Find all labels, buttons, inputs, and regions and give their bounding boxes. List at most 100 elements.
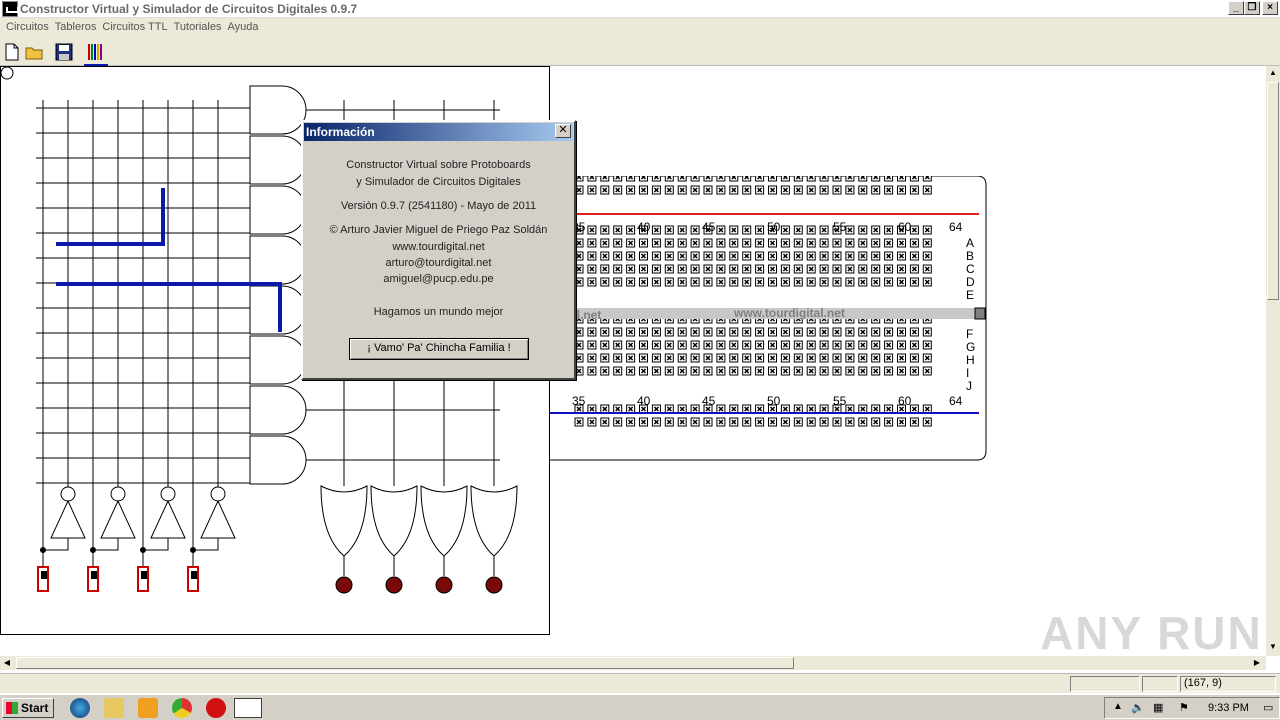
wire xyxy=(56,282,282,332)
scroll-down-icon[interactable]: ▼ xyxy=(1266,640,1280,654)
row-letter: F xyxy=(966,327,974,341)
column-number: 45 xyxy=(702,220,716,234)
breadboard-hole xyxy=(742,176,752,182)
and-gate xyxy=(249,435,307,485)
dialog-email2: amiguel@pucp.edu.pe xyxy=(383,273,494,285)
breadboard-hole xyxy=(793,176,803,182)
column-number: 50 xyxy=(767,220,781,234)
close-button[interactable]: × xyxy=(1262,1,1278,15)
or-gate xyxy=(420,485,468,557)
menu-tutoriales[interactable]: Tutoriales xyxy=(173,21,222,33)
dialog-line1: Constructor Virtual sobre Protoboards xyxy=(346,159,531,171)
column-number: 50 xyxy=(767,394,781,408)
output-led xyxy=(485,576,503,594)
breadboard-hole xyxy=(600,176,610,182)
row-letter: B xyxy=(966,249,975,263)
dialog-close-icon[interactable]: ✕ xyxy=(555,124,571,138)
horizontal-scroll-thumb[interactable] xyxy=(16,657,794,669)
column-number: 35 xyxy=(572,394,586,408)
breadboard[interactable] xyxy=(549,176,989,462)
inverter-bubble xyxy=(210,486,226,502)
breadboard-hole xyxy=(832,176,842,182)
start-button[interactable]: Start xyxy=(2,698,54,718)
flag-icon[interactable]: ⚑ xyxy=(1179,702,1189,714)
breadboard-hole xyxy=(613,176,623,182)
dialog-line2: y Simulador de Circuitos Digitales xyxy=(356,176,521,188)
dialog-authors: © Arturo Javier Miguel de Priego Paz Sol… xyxy=(329,224,548,236)
row-letter: A xyxy=(966,236,975,250)
volume-icon[interactable]: 🔈 xyxy=(1131,702,1145,714)
wire xyxy=(56,188,165,246)
open-folder-icon[interactable] xyxy=(24,42,44,62)
dialog-web: www.tourdigital.net xyxy=(392,241,485,253)
menu-ayuda[interactable]: Ayuda xyxy=(227,21,259,33)
inverter-bubble xyxy=(110,486,126,502)
dialog-motto: Hagamos un mundo mejor xyxy=(373,306,504,318)
status-cell xyxy=(1142,676,1178,692)
column-number: 64 xyxy=(949,394,963,408)
breadboard-hole xyxy=(858,176,868,182)
dialog-email1: arturo@tourdigital.net xyxy=(385,257,492,269)
breadboard-hole xyxy=(664,176,674,182)
status-cell xyxy=(1180,676,1276,692)
dialog-ok-button[interactable]: ¡ Vamo' Pa' Chincha Familia ! xyxy=(349,338,529,360)
media-player-icon[interactable] xyxy=(138,698,158,718)
input-toggle-switch[interactable] xyxy=(137,566,149,592)
app-taskbar-icon[interactable] xyxy=(234,698,262,718)
anyrun-watermark: ANY RUN xyxy=(1040,607,1263,659)
opera-icon[interactable] xyxy=(206,698,226,718)
input-toggle-switch[interactable] xyxy=(187,566,199,592)
menu-circuitos[interactable]: Circuitos xyxy=(6,21,49,33)
column-number: 55 xyxy=(833,220,847,234)
network-icon[interactable]: ▦ xyxy=(1153,702,1164,714)
breadboard-hole xyxy=(651,176,661,182)
save-icon[interactable] xyxy=(54,42,74,62)
vertical-scrollbar[interactable]: ▲ ▼ xyxy=(1266,66,1280,656)
column-number: 45 xyxy=(702,394,716,408)
scroll-left-icon[interactable]: ◀ xyxy=(0,656,14,670)
breadboard-hole xyxy=(922,176,932,182)
menu-circuitos-ttl[interactable]: Circuitos TTL xyxy=(102,21,168,33)
row-letter: C xyxy=(966,262,975,276)
column-number: 40 xyxy=(637,394,651,408)
info-dialog: Información ✕ Constructor Virtual sobre … xyxy=(301,120,576,380)
output-led xyxy=(385,576,403,594)
color-wires-icon[interactable] xyxy=(86,42,106,62)
column-number: 40 xyxy=(637,220,651,234)
menu-tableros[interactable]: Tableros xyxy=(54,21,97,33)
inverter-bubble xyxy=(160,486,176,502)
breadboard-hole xyxy=(690,176,700,182)
status-cell xyxy=(1070,676,1140,692)
chrome-icon[interactable] xyxy=(172,698,192,718)
clock: 9:33 PM xyxy=(1208,702,1249,714)
scroll-right-icon[interactable]: ▶ xyxy=(1250,656,1264,670)
tray-expand-icon[interactable]: ▲ xyxy=(1113,701,1123,712)
row-letter: J xyxy=(966,379,972,393)
scroll-up-icon[interactable]: ▲ xyxy=(1266,66,1280,80)
column-number: 55 xyxy=(833,394,847,408)
breadboard-hole xyxy=(587,176,597,182)
input-toggle-switch[interactable] xyxy=(37,566,49,592)
cursor-coordinates: (167, 9) xyxy=(1184,677,1222,689)
title-bar: Constructor Virtual y Simulador de Circu… xyxy=(0,0,1280,18)
row-letter: I xyxy=(966,366,970,380)
new-file-icon[interactable] xyxy=(2,42,22,62)
explorer-icon[interactable] xyxy=(104,698,124,718)
breadboard-hole xyxy=(626,176,636,182)
show-desktop-icon[interactable]: ▭ xyxy=(1263,702,1274,714)
input-toggle-switch[interactable] xyxy=(87,566,99,592)
minimize-button[interactable]: _ xyxy=(1228,1,1244,15)
vertical-scroll-thumb[interactable] xyxy=(1267,82,1279,300)
breadboard-hole xyxy=(729,176,739,182)
breadboard-hole xyxy=(768,176,777,182)
restore-button[interactable]: ❐ xyxy=(1244,1,1260,15)
ie-icon[interactable] xyxy=(70,698,90,718)
row-letter: H xyxy=(966,353,975,367)
app-icon xyxy=(2,1,19,17)
horizontal-scrollbar[interactable]: ◀ ▶ xyxy=(0,656,1266,670)
or-gate xyxy=(320,485,368,557)
breadboard-hole xyxy=(884,176,894,182)
breadboard-hole xyxy=(677,176,687,182)
window-title: Constructor Virtual y Simulador de Circu… xyxy=(20,2,358,16)
